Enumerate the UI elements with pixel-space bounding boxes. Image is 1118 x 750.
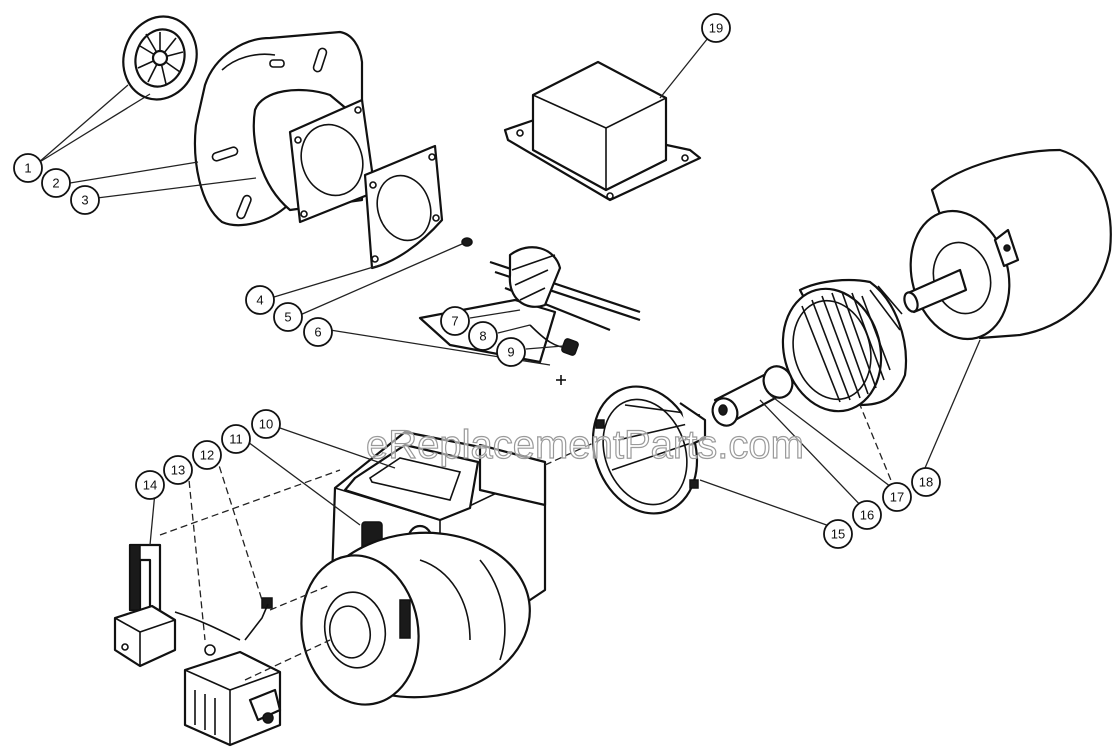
callout-3[interactable]: 3 xyxy=(70,185,100,215)
callout-label: 15 xyxy=(831,527,845,542)
callout-18[interactable]: 18 xyxy=(911,467,941,497)
callout-14[interactable]: 14 xyxy=(135,470,165,500)
callout-label: 8 xyxy=(479,329,486,344)
part-air-inlet-ring xyxy=(591,385,707,515)
part-ignition-transformer xyxy=(503,60,702,202)
callout-label: 12 xyxy=(200,448,214,463)
callout-4[interactable]: 4 xyxy=(245,285,275,315)
callout-10[interactable]: 10 xyxy=(251,409,281,439)
callout-13[interactable]: 13 xyxy=(163,455,193,485)
callout-label: 2 xyxy=(52,176,59,191)
callout-label: 16 xyxy=(860,508,874,523)
callout-label: 1 xyxy=(24,161,31,176)
callout-label: 10 xyxy=(259,417,273,432)
leader-lines xyxy=(37,37,981,641)
callout-label: 7 xyxy=(451,314,458,329)
callout-8[interactable]: 8 xyxy=(468,321,498,351)
callout-15[interactable]: 15 xyxy=(823,519,853,549)
callout-19[interactable]: 19 xyxy=(701,13,731,43)
callout-label: 6 xyxy=(314,325,321,340)
callout-label: 9 xyxy=(507,345,514,360)
callout-2[interactable]: 2 xyxy=(41,168,71,198)
part-gasket xyxy=(363,144,444,270)
part-mounting-flange xyxy=(193,30,377,227)
callout-12[interactable]: 12 xyxy=(192,440,222,470)
callouts: 1 2 3 4 5 6 7 8 9 10 11 12 13 14 15 16 1… xyxy=(13,13,941,549)
part-motor xyxy=(903,148,1112,341)
callout-label: 18 xyxy=(919,475,933,490)
callout-label: 3 xyxy=(81,193,88,208)
part-blower-wheel xyxy=(781,278,907,413)
callout-label: 4 xyxy=(256,293,263,308)
callout-16[interactable]: 16 xyxy=(852,500,882,530)
callout-17[interactable]: 17 xyxy=(882,482,912,512)
part-burner-housing xyxy=(300,430,547,706)
callout-label: 14 xyxy=(143,478,157,493)
callout-label: 5 xyxy=(284,310,291,325)
callout-label: 13 xyxy=(171,463,185,478)
callout-label: 19 xyxy=(709,21,723,36)
part-oil-pump-assembly xyxy=(113,543,282,747)
alignment-lines xyxy=(159,439,601,681)
part-coupling xyxy=(711,365,794,427)
callout-5[interactable]: 5 xyxy=(273,302,303,332)
callout-9[interactable]: 9 xyxy=(496,337,526,367)
callout-11[interactable]: 11 xyxy=(221,424,251,454)
callout-label: 11 xyxy=(229,432,243,447)
callout-1[interactable]: 1 xyxy=(13,153,43,183)
callout-6[interactable]: 6 xyxy=(303,317,333,347)
callout-label: 17 xyxy=(890,490,904,505)
watermark-text: eReplacementParts.com xyxy=(366,423,804,467)
part-retention-head xyxy=(122,15,198,101)
callout-7[interactable]: 7 xyxy=(440,306,470,336)
